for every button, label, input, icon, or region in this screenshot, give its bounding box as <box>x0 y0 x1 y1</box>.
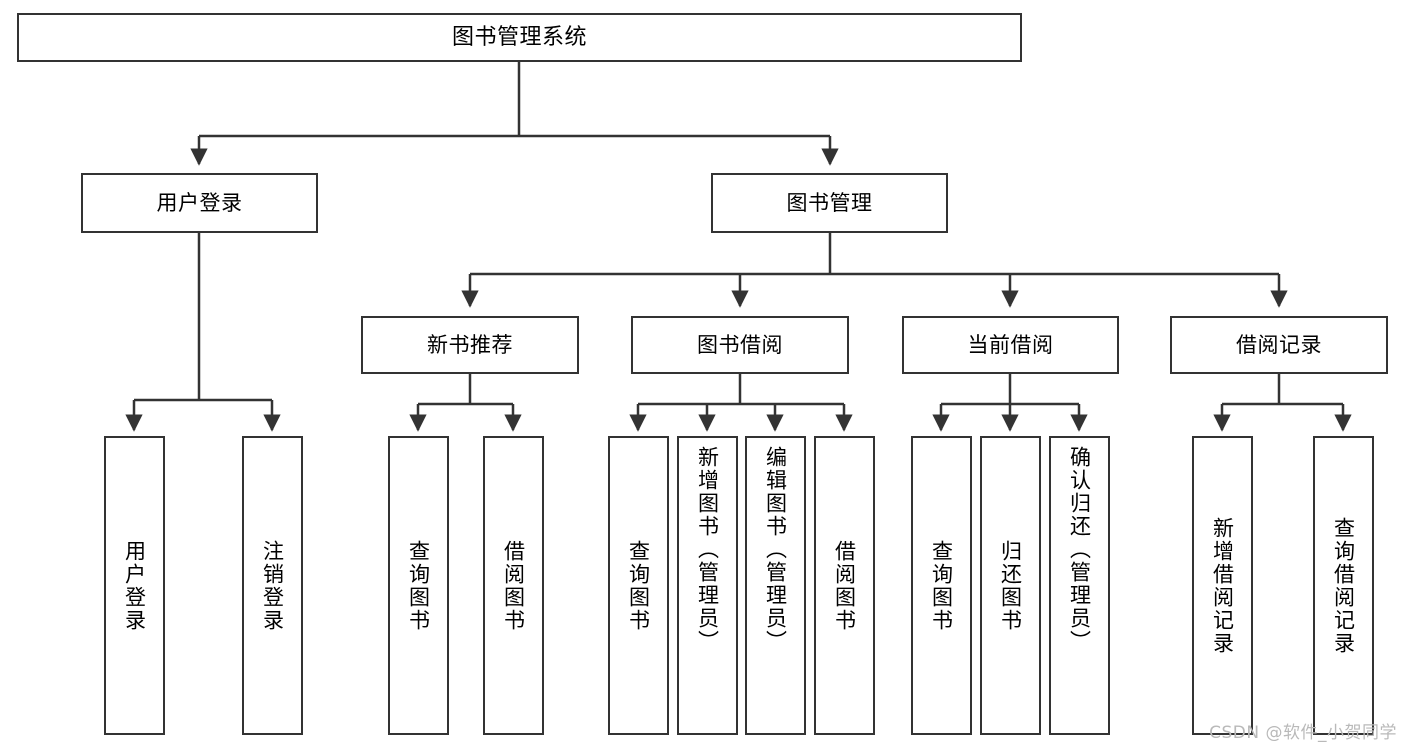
node-user-login[interactable]: 用户登录 <box>81 173 318 233</box>
node-label: 用户登录 <box>122 539 147 632</box>
node-label: 编辑图书（管理员） <box>763 446 788 653</box>
node-book-management[interactable]: 图书管理 <box>711 173 948 233</box>
node-label: 图书借阅 <box>697 332 783 357</box>
node-label: 查询图书 <box>929 539 954 632</box>
leaf-query-book-newbook[interactable]: 查询图书 <box>388 436 449 735</box>
leaf-borrow-book-newbook[interactable]: 借阅图书 <box>483 436 544 735</box>
node-label: 查询图书 <box>406 539 431 632</box>
leaf-logout[interactable]: 注销登录 <box>242 436 303 735</box>
node-label: 用户登录 <box>156 190 243 215</box>
leaf-query-book-current[interactable]: 查询图书 <box>911 436 972 735</box>
leaf-add-borrow-record[interactable]: 新增借阅记录 <box>1192 436 1253 735</box>
node-book-borrow[interactable]: 图书借阅 <box>631 316 849 374</box>
node-label: 查询图书 <box>626 539 651 632</box>
node-root-system[interactable]: 图书管理系统 <box>17 13 1022 62</box>
node-label: 当前借阅 <box>967 332 1054 357</box>
leaf-return-book[interactable]: 归还图书 <box>980 436 1041 735</box>
node-label: 图书管理系统 <box>451 24 587 50</box>
node-label: 归还图书 <box>998 539 1023 632</box>
leaf-user-login[interactable]: 用户登录 <box>104 436 165 735</box>
leaf-confirm-return-admin[interactable]: 确认归还（管理员） <box>1049 436 1110 735</box>
leaf-edit-book-admin[interactable]: 编辑图书（管理员） <box>745 436 806 735</box>
node-label: 确认归还（管理员） <box>1067 446 1092 653</box>
node-label: 借阅图书 <box>501 539 526 632</box>
node-new-book-recommend[interactable]: 新书推荐 <box>361 316 579 374</box>
node-label: 图书管理 <box>786 190 873 215</box>
node-label: 借阅记录 <box>1236 332 1322 357</box>
leaf-query-book-borrow[interactable]: 查询图书 <box>608 436 669 735</box>
node-current-borrow[interactable]: 当前借阅 <box>902 316 1119 374</box>
node-label: 查询借阅记录 <box>1331 516 1356 655</box>
csdn-watermark: CSDN @软件_小贺同学 <box>1209 723 1397 743</box>
node-label: 新增借阅记录 <box>1210 516 1235 655</box>
node-label: 新书推荐 <box>427 332 513 357</box>
node-label: 注销登录 <box>260 539 285 632</box>
leaf-add-book-admin[interactable]: 新增图书（管理员） <box>677 436 738 735</box>
node-label: 新增图书（管理员） <box>695 446 720 653</box>
node-borrow-records[interactable]: 借阅记录 <box>1170 316 1388 374</box>
node-label: 借阅图书 <box>832 539 857 632</box>
leaf-borrow-book[interactable]: 借阅图书 <box>814 436 875 735</box>
leaf-query-borrow-record[interactable]: 查询借阅记录 <box>1313 436 1374 735</box>
